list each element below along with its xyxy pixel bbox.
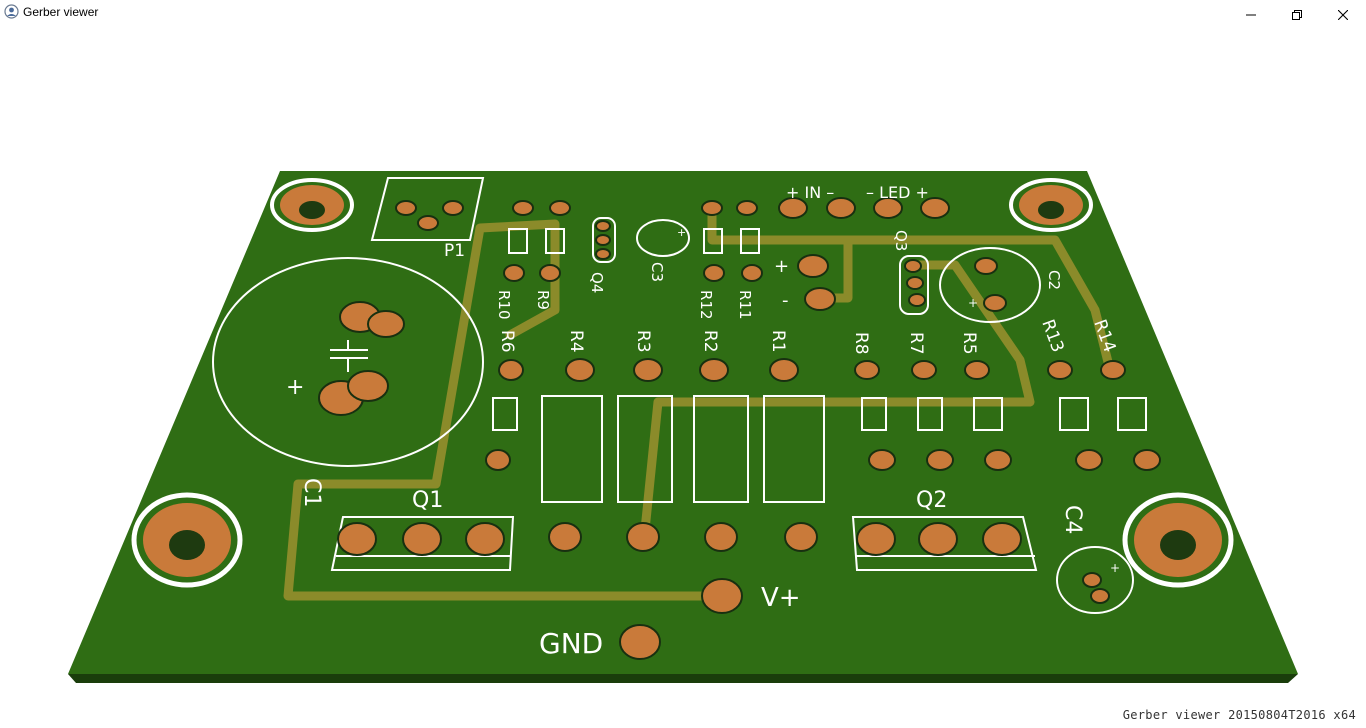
label-q2: Q2 bbox=[916, 488, 947, 513]
label-r3: R3 bbox=[633, 330, 653, 353]
label-gnd: GND bbox=[539, 627, 603, 660]
title-bar[interactable]: Gerber viewer bbox=[0, 0, 1366, 30]
label-r2: R2 bbox=[700, 330, 720, 353]
mounting-hole-bl bbox=[131, 492, 243, 588]
label-q1: Q1 bbox=[412, 488, 443, 513]
restore-button[interactable] bbox=[1274, 0, 1320, 30]
pcb-render[interactable]: P1 + IN – – LED + + + - + + + Q4 C3 R10 … bbox=[0, 30, 1366, 728]
pads bbox=[318, 197, 1161, 660]
silkscreen-labels: P1 + IN – – LED + + + - + + + Q4 C3 R10 … bbox=[286, 183, 1120, 660]
label-c1: C1 bbox=[299, 478, 324, 507]
label-p1: P1 bbox=[444, 241, 465, 261]
window-title: Gerber viewer bbox=[23, 5, 99, 19]
label-r6: R6 bbox=[497, 330, 517, 353]
mounting-hole-tl bbox=[270, 178, 354, 232]
minimize-icon bbox=[1246, 14, 1256, 16]
gerber-3d-viewport[interactable]: P1 + IN – – LED + + + - + + + Q4 C3 R10 … bbox=[0, 30, 1366, 728]
label-r1: R1 bbox=[768, 330, 788, 353]
label-c3-plus: + bbox=[677, 226, 686, 239]
close-button[interactable] bbox=[1320, 0, 1366, 30]
mounting-holes bbox=[131, 178, 1234, 588]
label-plus: + bbox=[774, 256, 789, 277]
label-r8: R8 bbox=[851, 332, 871, 355]
pcb-board-side bbox=[68, 674, 1298, 683]
mounting-hole-tr bbox=[1009, 178, 1093, 232]
silkscreen-outlines bbox=[212, 177, 1147, 614]
label-minus: - bbox=[782, 290, 789, 311]
label-q4: Q4 bbox=[588, 272, 606, 293]
label-r4: R4 bbox=[566, 330, 586, 353]
label-r10: R10 bbox=[495, 290, 513, 320]
app-icon bbox=[4, 4, 19, 19]
label-r5: R5 bbox=[959, 332, 979, 355]
label-c3: C3 bbox=[648, 262, 666, 282]
label-in: + IN – bbox=[786, 183, 834, 202]
label-c2-plus: + bbox=[968, 296, 978, 310]
label-c4: C4 bbox=[1060, 505, 1085, 534]
mounting-hole-br bbox=[1122, 492, 1234, 588]
label-c2: C2 bbox=[1045, 270, 1063, 290]
label-q3: Q3 bbox=[892, 230, 910, 251]
close-icon bbox=[1338, 10, 1348, 20]
label-c4-plus: + bbox=[1110, 561, 1120, 575]
label-r9: R9 bbox=[534, 290, 552, 310]
label-led: – LED + bbox=[866, 183, 929, 202]
label-r12: R12 bbox=[697, 290, 715, 320]
label-r7: R7 bbox=[906, 332, 926, 355]
label-c1-plus: + bbox=[286, 375, 304, 400]
label-vplus: V+ bbox=[761, 583, 801, 613]
minimize-button[interactable] bbox=[1228, 0, 1274, 30]
version-label: Gerber viewer 20150804T2016 x64 bbox=[1122, 708, 1356, 722]
label-r11: R11 bbox=[736, 290, 754, 320]
restore-icon bbox=[1292, 10, 1302, 20]
